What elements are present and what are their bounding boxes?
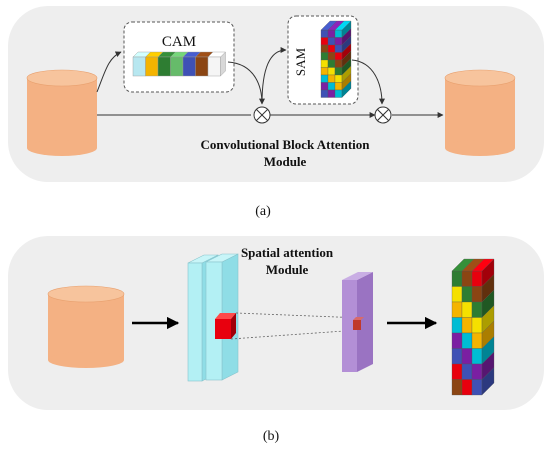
cam-channel-side <box>220 51 226 77</box>
grid-cell <box>451 379 463 396</box>
grid-cell <box>320 52 329 61</box>
grid-cell <box>471 363 483 380</box>
caption-a: (a) <box>255 204 271 219</box>
grid-cell <box>471 317 483 334</box>
output-attention-grid <box>451 258 495 396</box>
grid-cell <box>334 74 343 83</box>
cam-channel-vector <box>132 51 226 77</box>
cam-label: CAM <box>162 34 196 50</box>
grid-cell <box>327 59 336 68</box>
caption-b: (b) <box>263 429 280 444</box>
grid-cell <box>471 286 483 303</box>
cam-channel-block <box>145 56 159 77</box>
grid-cell <box>461 286 473 303</box>
grid-cell <box>471 301 483 318</box>
grid-cell <box>320 82 329 91</box>
cam-channel-block <box>132 56 146 77</box>
sam-attention-grid <box>320 20 352 98</box>
sam-label: SAM <box>293 47 308 76</box>
grid-cell <box>320 74 329 83</box>
grid-cell <box>327 29 336 38</box>
grid-cell <box>451 332 463 349</box>
grid-cell <box>451 301 463 318</box>
multiply-circle-icon <box>253 106 271 124</box>
grid-cell <box>451 317 463 334</box>
highlight-block <box>215 313 236 339</box>
panel-a: CAM SAM Convolutional Block Attention M <box>8 6 544 182</box>
grid-cell <box>471 332 483 349</box>
feature-map-slabs <box>187 253 239 382</box>
grid-cell <box>320 59 329 68</box>
input-feature-cylinder <box>47 285 125 368</box>
grid-cell <box>451 286 463 303</box>
small-highlight-block <box>353 317 364 330</box>
grid-cell <box>327 44 336 53</box>
grid-top <box>471 258 495 272</box>
grid-cell <box>461 379 473 396</box>
grid-cell <box>334 82 343 91</box>
panel-b-background <box>8 236 544 410</box>
grid-cell <box>334 44 343 53</box>
grid-top <box>334 20 352 31</box>
projection-lines <box>230 312 363 340</box>
grid-cell <box>451 348 463 365</box>
cam-channel-block <box>170 56 184 77</box>
multiply-circle-icon <box>374 106 392 124</box>
grid-cell <box>327 52 336 61</box>
cam-channel-block <box>182 56 196 77</box>
cbam-title-line2: Module <box>264 154 307 169</box>
grid-cell <box>334 37 343 46</box>
grid-cell <box>320 67 329 76</box>
grid-cell <box>334 52 343 61</box>
grid-side <box>341 80 352 98</box>
grid-cell <box>327 89 336 98</box>
grid-cell <box>320 37 329 46</box>
cam-channel-block <box>157 56 171 77</box>
grid-cell <box>461 363 473 380</box>
grid-side <box>481 367 495 396</box>
output-feature-cylinder <box>444 69 516 156</box>
grid-cell <box>334 67 343 76</box>
grid-cell <box>327 67 336 76</box>
panel-a-connectors <box>96 47 444 118</box>
grid-cell <box>471 379 483 396</box>
grid-cell <box>327 82 336 91</box>
grid-cell <box>327 74 336 83</box>
sam-title-line2: Module <box>266 262 309 277</box>
input-feature-cylinder <box>26 69 98 156</box>
grid-cell <box>334 29 343 38</box>
attention-map-slab <box>342 272 373 372</box>
cam-channel-block <box>207 56 221 77</box>
grid-cell <box>471 348 483 365</box>
grid-cell <box>334 89 343 98</box>
grid-cell <box>461 270 473 287</box>
grid-cell <box>451 270 463 287</box>
cam-channel-block <box>195 56 209 77</box>
panel-b: Spatial attention Module <box>8 236 544 410</box>
grid-cell <box>461 332 473 349</box>
grid-cell <box>461 301 473 318</box>
grid-cell <box>320 44 329 53</box>
grid-cell <box>334 59 343 68</box>
grid-cell <box>471 270 483 287</box>
grid-cell <box>451 363 463 380</box>
grid-cell <box>320 89 329 98</box>
grid-cell <box>327 37 336 46</box>
grid-cell <box>461 348 473 365</box>
sam-title-line1: Spatial attention <box>241 245 334 260</box>
grid-cell <box>320 29 329 38</box>
grid-cell <box>461 317 473 334</box>
cbam-title-line1: Convolutional Block Attention <box>200 137 370 152</box>
